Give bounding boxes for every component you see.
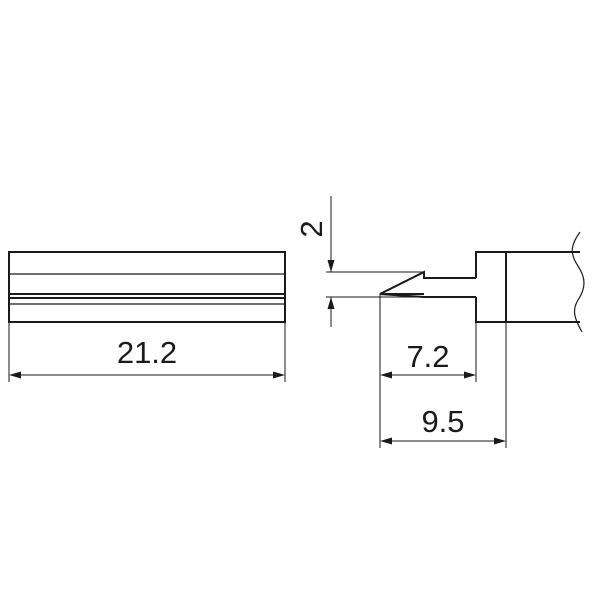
collar-top: [475, 251, 506, 278]
break-line: [571, 231, 585, 333]
blade-front-view: [8, 251, 286, 323]
tip-side-view: [379, 231, 585, 333]
dimension-overall-length: 9.5: [380, 322, 507, 448]
collar-bottom: [475, 297, 506, 323]
arrowhead-left: [380, 371, 392, 379]
tip-upper-edge: [379, 270, 476, 295]
arrowhead-right: [273, 371, 285, 379]
arrowhead-right: [464, 371, 476, 379]
arrowhead-bottom: [327, 297, 335, 309]
dimension-label-overall-length: 9.5: [421, 404, 464, 439]
dimension-tip-length: 7.2: [379, 294, 477, 448]
dimension-blade-length: 21.2: [8, 322, 286, 382]
dimension-label-blade-length: 21.2: [117, 335, 177, 370]
blade-outline: [8, 251, 286, 323]
dimension-label-tip-thickness: 2: [294, 220, 329, 237]
arrowhead-top: [327, 260, 335, 272]
arrowhead-left: [380, 437, 392, 445]
arrowhead-right: [494, 437, 506, 445]
dimension-tip-thickness: 2: [294, 196, 424, 327]
arrowhead-left: [9, 371, 21, 379]
dimension-label-tip-length: 7.2: [406, 339, 449, 374]
